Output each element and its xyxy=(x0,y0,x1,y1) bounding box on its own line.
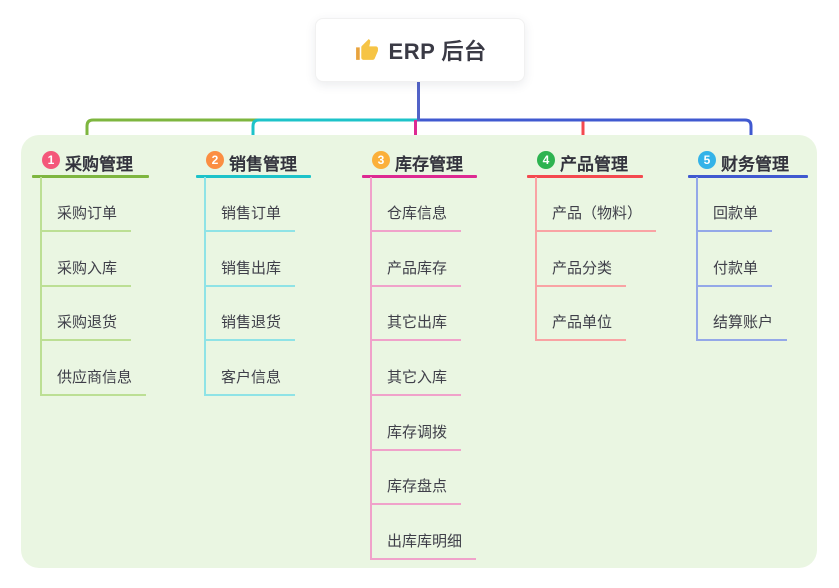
branch-5-child-1[interactable]: 回款单 xyxy=(696,205,773,232)
branch-1-child-3[interactable]: 采购退货 xyxy=(40,314,132,341)
branch-4-child-1[interactable]: 产品（物料） xyxy=(535,205,657,232)
branch-5-label[interactable]: 财务管理 xyxy=(721,155,789,174)
branch-2-child-2[interactable]: 销售出库 xyxy=(204,260,296,287)
branches-panel xyxy=(21,135,817,568)
branch-5-underline xyxy=(688,175,808,178)
branch-1-child-4[interactable]: 供应商信息 xyxy=(40,369,147,396)
branch-3-child-7[interactable]: 出库库明细 xyxy=(370,533,477,560)
branch-4-children-line xyxy=(535,177,537,341)
branch-3-underline xyxy=(362,175,477,178)
branch-5-child-3[interactable]: 结算账户 xyxy=(696,314,788,341)
branch-5-child-2[interactable]: 付款单 xyxy=(696,260,773,287)
connector-branch-5 xyxy=(418,118,753,136)
branch-4-underline xyxy=(527,175,643,178)
branch-3-child-1[interactable]: 仓库信息 xyxy=(370,205,462,232)
root-node[interactable]: ERP 后台 xyxy=(315,18,525,82)
connector-branch-2 xyxy=(251,118,418,136)
branch-3-badge: 3 xyxy=(372,151,390,169)
branch-4-badge: 4 xyxy=(537,151,555,169)
branch-2-child-4[interactable]: 客户信息 xyxy=(204,369,296,396)
branch-2-child-1[interactable]: 销售订单 xyxy=(204,205,296,232)
branch-1-child-1[interactable]: 采购订单 xyxy=(40,205,132,232)
branch-3-child-4[interactable]: 其它入库 xyxy=(370,369,462,396)
branch-2-underline xyxy=(196,175,311,178)
branch-1-label[interactable]: 采购管理 xyxy=(65,155,133,174)
branch-2-child-3[interactable]: 销售退货 xyxy=(204,314,296,341)
branch-1-underline xyxy=(32,175,149,178)
branch-2-label[interactable]: 销售管理 xyxy=(229,155,297,174)
branch-3-child-6[interactable]: 库存盘点 xyxy=(370,478,462,505)
branch-4-child-3[interactable]: 产品单位 xyxy=(535,314,627,341)
root-node-label: ERP 后台 xyxy=(388,39,487,64)
branch-5-children-line xyxy=(696,177,698,341)
branch-2-badge: 2 xyxy=(206,151,224,169)
branch-3-child-5[interactable]: 库存调拨 xyxy=(370,424,462,451)
connector-branch-1 xyxy=(85,118,418,136)
branch-4-child-2[interactable]: 产品分类 xyxy=(535,260,627,287)
branch-4-label[interactable]: 产品管理 xyxy=(560,155,628,174)
branch-3-child-3[interactable]: 其它出库 xyxy=(370,314,462,341)
thumbs-up-icon xyxy=(354,38,379,63)
branch-1-child-2[interactable]: 采购入库 xyxy=(40,260,132,287)
branch-1-badge: 1 xyxy=(42,151,60,169)
branch-3-label[interactable]: 库存管理 xyxy=(395,155,463,174)
branch-3-children-line xyxy=(370,177,372,560)
branch-3-child-2[interactable]: 产品库存 xyxy=(370,260,462,287)
branch-5-badge: 5 xyxy=(698,151,716,169)
connector-branch-4 xyxy=(418,118,585,136)
